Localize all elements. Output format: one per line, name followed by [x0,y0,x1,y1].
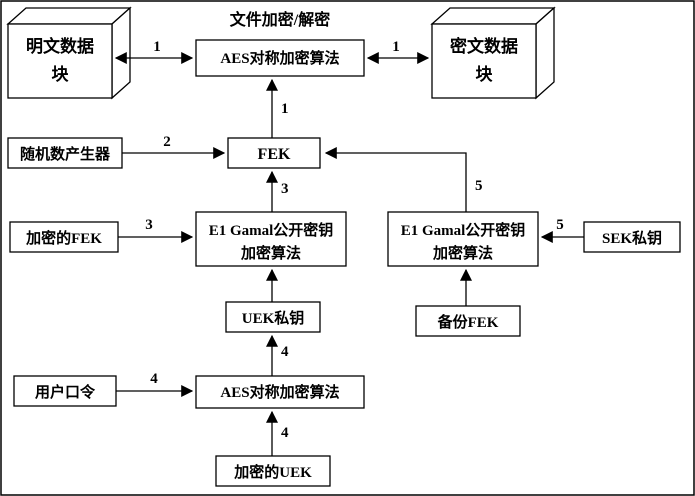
user-password-box [13,375,117,407]
backup-fek-box [415,305,521,337]
elgamal-uek-box [195,211,347,267]
node-random-generator: 随机数产生器 [7,137,123,169]
random-generator-label: 随机数产生器 [20,145,111,163]
node-encrypted-fek: 加密的FEK [9,221,119,253]
edge-label-fek-aes: 1 [281,101,289,117]
aes-uek-box [195,375,365,409]
elgamal-sek-label-line1: E1 Gamal公开密钥 [401,221,526,239]
random-generator-box [7,137,123,169]
edge-label-elgamal-sek-fek: 5 [475,178,483,194]
elgamal-sek-box [387,211,539,267]
uek-private-key-label: UEK私钥 [242,309,305,327]
diagram-title: 文件加密/解密 [230,10,330,29]
aes-file-box [195,39,365,77]
encrypted-uek-label: 加密的UEK [233,463,312,481]
encrypted-fek-label: 加密的FEK [25,229,102,247]
uek-private-key-box [225,301,321,333]
sek-private-key-label: SEK私钥 [602,229,662,247]
node-aes-uek: AES对称加密算法 [195,375,365,409]
node-user-password: 用户口令 [13,375,117,407]
plaintext-cube-top-face [6,7,132,25]
edge-label-plaintext-aes: 1 [153,39,161,55]
ciphertext-cube-front-face [431,23,537,99]
plaintext-block-label-line1: 明文数据 [26,36,94,56]
node-elgamal-uek: E1 Gamal公开密钥 加密算法 [195,211,347,267]
backup-fek-label: 备份FEK [437,313,499,331]
edge-label-encuek-aesuek: 4 [281,425,289,441]
edge-label-encfek-elgamal: 3 [145,217,153,233]
aes-uek-label: AES对称加密算法 [220,383,339,401]
plaintext-cube-front-face [7,23,113,99]
node-aes-file: AES对称加密算法 [195,39,365,77]
encrypted-uek-box [215,455,331,487]
node-encrypted-uek: 加密的UEK [215,455,331,487]
node-plaintext-block: 明文数据 块 [6,6,132,100]
user-password-label: 用户口令 [35,383,96,401]
node-ciphertext-block: 密文数据 块 [430,6,556,100]
aes-file-label: AES对称加密算法 [220,49,339,67]
elgamal-sek-label-line2: 加密算法 [432,244,493,262]
ciphertext-block-label-line1: 密文数据 [450,36,518,56]
edge-label-sek-elgamal: 5 [556,217,564,233]
elgamal-uek-label-line1: E1 Gamal公开密钥 [209,221,334,239]
edge-label-random-fek: 2 [163,134,171,150]
plaintext-block-label-line2: 块 [52,65,70,84]
node-fek: FEK [227,137,321,169]
ciphertext-block-label-line2: 块 [476,65,494,84]
edge-label-elgamal-uek-fek: 3 [281,181,289,197]
edge-label-password-aesuek: 4 [150,371,158,387]
node-sek-private-key: SEK私钥 [583,221,681,253]
edge-label-aes-ciphertext: 1 [392,39,400,55]
fek-label: FEK [258,146,291,163]
elgamal-uek-label-line2: 加密算法 [240,244,301,262]
node-uek-private-key: UEK私钥 [225,301,321,333]
edge-label-aesuek-uekkey: 4 [281,344,289,360]
plaintext-cube-right-face [111,6,131,100]
fek-box [227,137,321,169]
arrow-elgamal-sek-fek [324,147,467,212]
ciphertext-cube-top-face [430,7,556,25]
node-backup-fek: 备份FEK [415,305,521,337]
sek-private-key-box [583,221,681,253]
node-elgamal-sek: E1 Gamal公开密钥 加密算法 [387,211,539,267]
ciphertext-cube-right-face [535,6,555,100]
